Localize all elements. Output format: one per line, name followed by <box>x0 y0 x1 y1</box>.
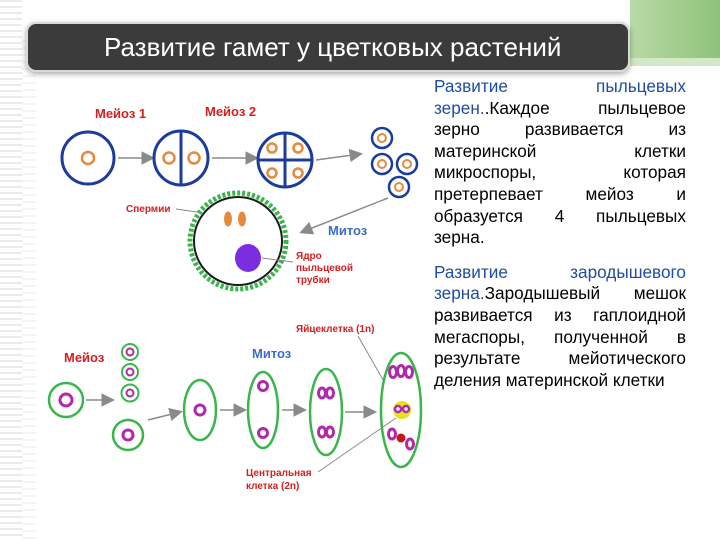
label-meiosis-2: Мейоз 2 <box>205 104 256 119</box>
gamete-development-diagram: Мейоз 1 Мейоз 2 М <box>47 104 423 492</box>
label-sperm: Спермии <box>126 204 171 215</box>
decorative-stripes <box>0 0 22 540</box>
pollen-grain <box>187 190 289 292</box>
accent-bar-lower <box>630 58 720 66</box>
label-central-cell-1: Центральная <box>246 468 312 479</box>
microspore-mother-cell <box>60 130 116 186</box>
slide-title: Развитие гамет у цветковых растений <box>104 31 562 62</box>
tetrad-cell <box>256 131 314 189</box>
mature-embryo-sac <box>379 351 423 469</box>
accent-bar <box>630 0 720 58</box>
pollen-paragraph: Развитие пыльцевых зерен..Каждое пыльцев… <box>434 76 686 249</box>
pollen-heading: Развитие пыльцевых зерен. <box>434 76 686 118</box>
embryo-heading: Развитие зародышевого зерна. <box>434 261 686 304</box>
embryo-body: Зародышевый мешок развивается из гаплоид… <box>434 283 686 390</box>
dyad-cell <box>152 129 210 187</box>
label-tube-nucleus-3: трубки <box>296 274 330 286</box>
description-panel: Развитие пыльцевых зерен..Каждое пыльцев… <box>434 76 686 391</box>
microspore-1 <box>370 126 394 150</box>
egg-cell-nucleus <box>396 433 406 443</box>
megaspore-tetrad <box>111 343 145 452</box>
microspore-2 <box>370 152 394 176</box>
microspore-3 <box>395 152 419 176</box>
label-egg-cell: Яйцеклетка (1n) <box>296 324 374 335</box>
label-tube-nucleus-1: Ядро <box>296 251 322 262</box>
decorative-stripes-inner <box>22 40 36 540</box>
pointer-tube-nucleus <box>261 257 294 263</box>
arrow-to-microspores <box>315 148 363 163</box>
embryo-paragraph: Развитие зародышевого зерна.Зародышевый … <box>434 262 686 392</box>
embryo-sac-4-nuclei <box>308 367 344 457</box>
label-meiosis-1: Мейоз 1 <box>95 106 146 121</box>
label-central-cell-2: клетка (2n) <box>246 481 299 492</box>
megaspore-mother-cell <box>47 381 85 419</box>
pointer-central-cell <box>317 417 397 473</box>
title-banner: Развитие гамет у цветковых растений <box>26 22 630 72</box>
label-mitosis-bottom: Митоз <box>252 346 292 361</box>
tube-nucleus <box>235 244 261 272</box>
sperm-cell-1 <box>224 211 232 227</box>
label-tube-nucleus-2: пыльцевой <box>296 263 353 274</box>
embryo-sac-1n <box>182 378 218 442</box>
microspore-4 <box>387 175 411 199</box>
arrow-mitosis-1 <box>147 407 183 422</box>
label-mitosis-top: Митоз <box>328 223 368 238</box>
label-meiosis: Мейоз <box>64 350 105 365</box>
embryo-sac-2-nuclei <box>246 370 280 450</box>
arrow-mitosis-pollen <box>299 197 389 235</box>
pollen-body: .Каждое пыльцевое зерно развивается из м… <box>434 97 686 248</box>
sperm-cell-2 <box>238 211 246 227</box>
